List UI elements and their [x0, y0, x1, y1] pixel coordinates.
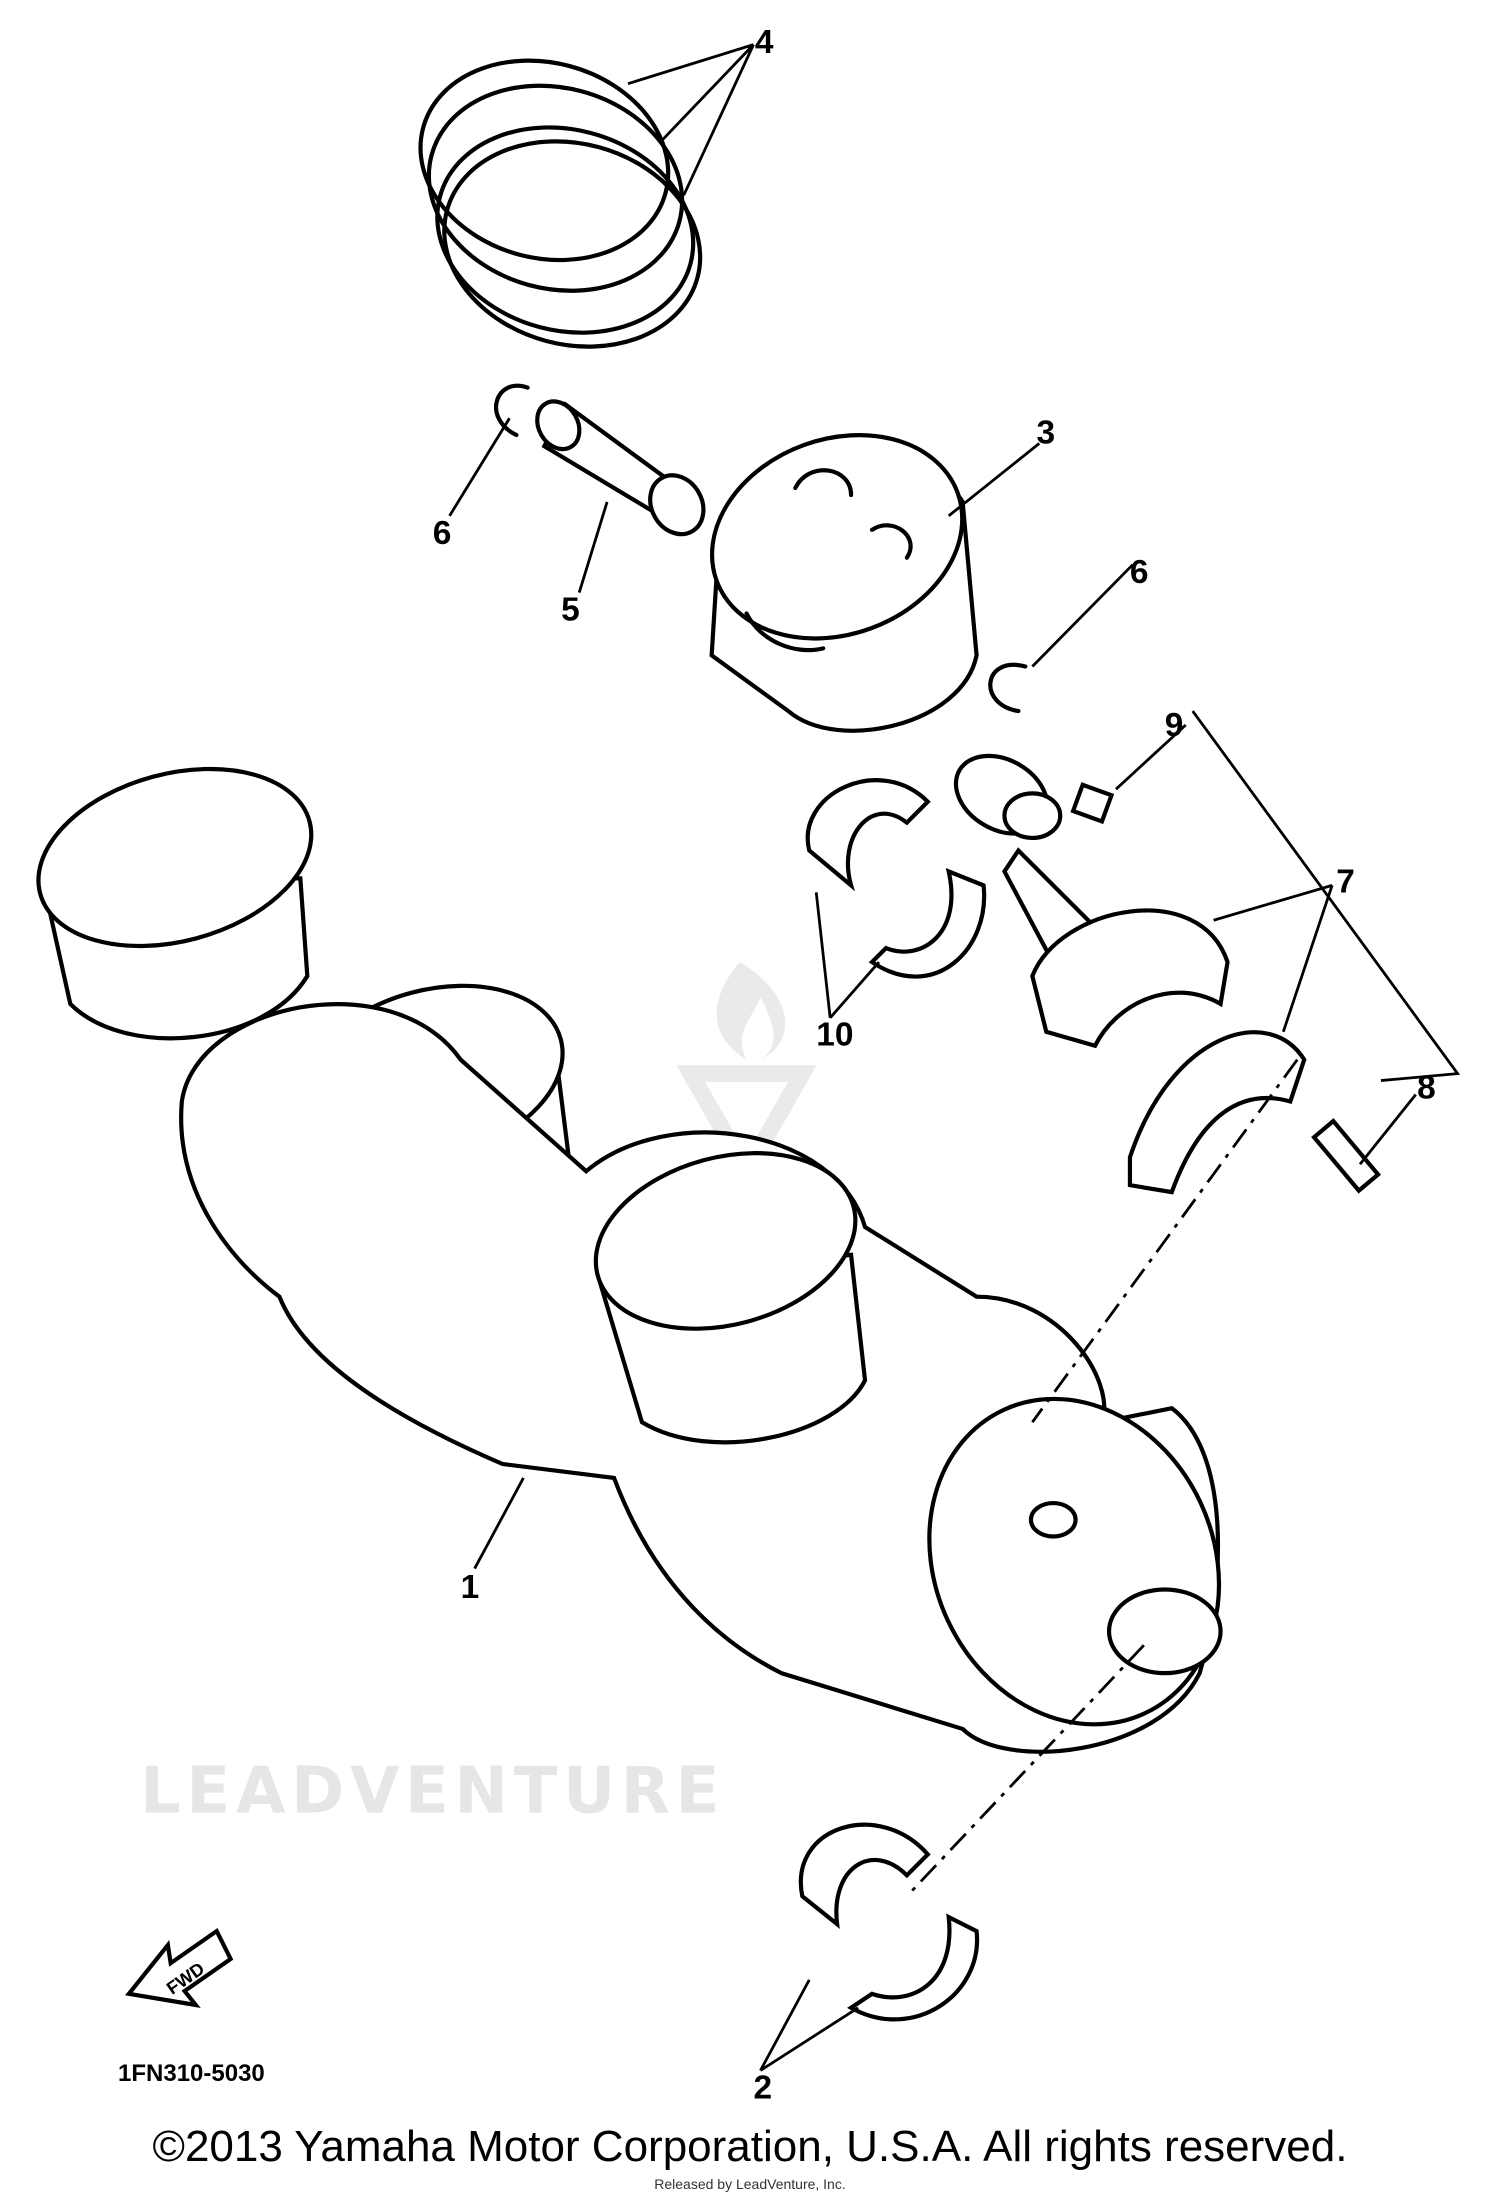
copyright-notice: ©2013 Yamaha Motor Corporation, U.S.A. A… [152, 2122, 1348, 2171]
forward-arrow-icon: FWD [124, 1927, 234, 2008]
callout-2: 2 [753, 2069, 772, 2106]
callout-6: 6 [433, 515, 452, 552]
piston-pin [535, 399, 706, 537]
conrod-bearing [805, 778, 931, 892]
callout-3: 3 [1037, 414, 1056, 451]
callout-5: 5 [561, 591, 580, 628]
piston-pin-clip [494, 383, 530, 438]
connecting-rod [953, 753, 1230, 1049]
diagram-code: 1FN310-5030 [118, 2060, 265, 2087]
watermark-logo [676, 962, 817, 1189]
bolt [1311, 1118, 1382, 1194]
piston [709, 433, 979, 733]
callout-6: 6 [1130, 554, 1149, 591]
leader-lines [448, 43, 1461, 2072]
piston-assembled [36, 766, 314, 1041]
piston-assembled [593, 1151, 868, 1445]
callout-7: 7 [1336, 863, 1355, 900]
piston-rings [418, 58, 703, 349]
watermark-text: LEADVENTURE [140, 1754, 725, 1829]
release-note: Released by LeadVenture, Inc. [654, 2176, 846, 2192]
conrod-cap [1127, 1030, 1307, 1195]
callout-9: 9 [1165, 707, 1184, 744]
callout-10: 10 [816, 1017, 853, 1054]
conrod-bearing [868, 868, 987, 979]
main-bearing [847, 1913, 980, 2022]
callout-1: 1 [461, 1569, 480, 1606]
main-bearing [798, 1822, 931, 1929]
callout-8: 8 [1417, 1070, 1436, 1107]
piston-pin-clip [988, 662, 1028, 714]
nut [1070, 782, 1115, 825]
callout-4: 4 [755, 24, 774, 61]
